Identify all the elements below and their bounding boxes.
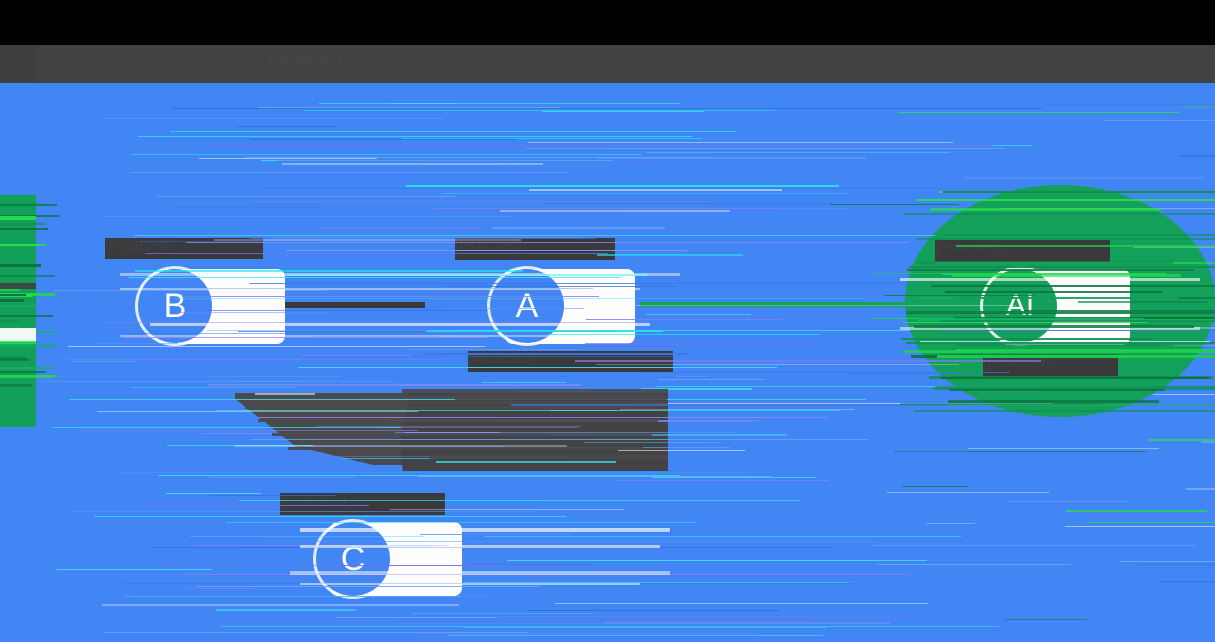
ai-node-offscreen-blob (0, 195, 36, 427)
node-c-letter: C (340, 539, 366, 578)
node-ai-sublabel: [redacted] (983, 355, 1118, 377)
node-c[interactable]: C (316, 522, 390, 596)
redacted-text-block-right (400, 393, 668, 471)
edge-b-to-a (285, 302, 425, 308)
top-black-band (0, 0, 1215, 45)
window-titlebar[interactable] (0, 45, 1215, 83)
node-b[interactable]: B (138, 269, 212, 343)
node-c-label: [redacted] (280, 493, 445, 515)
node-b-label: [redacted] (105, 238, 263, 259)
node-ai[interactable]: AI (983, 269, 1057, 343)
node-a-sublabel: [redacted] (468, 351, 673, 372)
window-title: Untitled (268, 51, 344, 74)
titlebar-left-segment (0, 45, 36, 83)
edge-a-to-ai (640, 302, 1020, 307)
node-a-label: [redacted] (455, 238, 615, 260)
diagram-canvas[interactable]: [redacted] [redacted] [redacted] [redact… (0, 83, 1215, 642)
node-a-letter: A (515, 286, 539, 325)
node-ai-letter: AI (1005, 289, 1035, 322)
node-ai-label: [redacted] (935, 240, 1110, 262)
node-a[interactable]: A (490, 269, 564, 343)
node-b-letter: B (163, 286, 187, 325)
